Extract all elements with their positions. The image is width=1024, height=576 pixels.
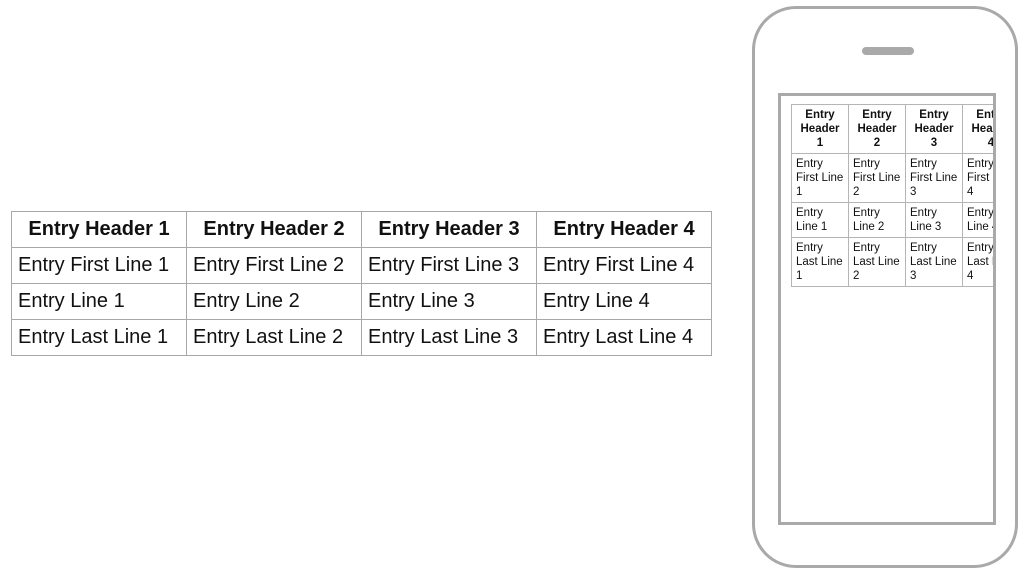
mobile-table-header-cell: Entry Header 1 bbox=[791, 104, 849, 154]
mobile-table-header-cell: Entry Header 4 bbox=[962, 104, 995, 154]
table-cell: Entry Line 2 bbox=[186, 283, 362, 320]
mobile-header-text: Entry Header 3 bbox=[914, 109, 954, 149]
mobile-table-cell: Entry Last Line 2 bbox=[848, 237, 906, 287]
table-cell: Entry Line 1 bbox=[11, 283, 187, 320]
mobile-table: Entry Header 1 Entry Header 2 Entry Head… bbox=[791, 104, 996, 287]
mobile-table-header-cell: Entry Header 2 bbox=[848, 104, 906, 154]
mobile-table-cell: Entry First Line 1 bbox=[791, 153, 849, 203]
table-cell: Entry First Line 2 bbox=[186, 247, 362, 284]
table-row: Entry First Line 1 Entry First Line 2 En… bbox=[11, 247, 712, 284]
mobile-table-cell: Entry First Line 4 bbox=[962, 153, 994, 203]
mobile-cell-text: Entry Last Line 4 bbox=[967, 242, 994, 282]
table-cell: Entry Last Line 4 bbox=[536, 319, 712, 356]
mobile-table-cell: Entry Line 2 bbox=[848, 202, 906, 238]
mobile-cell-text: Entry Last Line 3 bbox=[910, 242, 957, 282]
table-header-cell: Entry Header 2 bbox=[186, 211, 362, 248]
table-cell: Entry Last Line 3 bbox=[361, 319, 537, 356]
mobile-header-text: Entry Header 2 bbox=[857, 109, 897, 149]
mobile-table-header-row: Entry Header 1 Entry Header 2 Entry Head… bbox=[791, 104, 995, 154]
mobile-cell-text: Entry Line 1 bbox=[796, 207, 828, 233]
mobile-cell-text: Entry First Line 1 bbox=[796, 158, 844, 198]
mobile-table-row: Entry Last Line 1 Entry Last Line 2 Entr… bbox=[791, 237, 994, 287]
mobile-table-row: Entry Line 1 Entry Line 2 Entry Line 3 E… bbox=[791, 202, 996, 238]
phone-speaker bbox=[862, 47, 914, 55]
table-cell: Entry First Line 4 bbox=[536, 247, 712, 284]
mobile-table-header-cell: Entry Header 3 bbox=[905, 104, 963, 154]
mobile-header-text: Entry Header 4 bbox=[971, 109, 995, 149]
mobile-table-cell: Entry First Line 3 bbox=[905, 153, 963, 203]
mobile-cell-text: Entry Line 2 bbox=[853, 207, 885, 233]
table-cell: Entry First Line 1 bbox=[11, 247, 187, 284]
mobile-table-cell: Entry Line 4 bbox=[962, 202, 996, 238]
phone-screen: Entry Header 1 Entry Header 2 Entry Head… bbox=[778, 93, 996, 525]
mobile-table-cell: Entry Last Line 3 bbox=[905, 237, 963, 287]
mobile-cell-text: Entry First Line 2 bbox=[853, 158, 901, 198]
table-row: Entry Last Line 1 Entry Last Line 2 Entr… bbox=[11, 319, 712, 356]
table-cell: Entry Last Line 1 bbox=[11, 319, 187, 356]
mobile-table-cell: Entry Line 3 bbox=[905, 202, 963, 238]
mobile-cell-text: Entry Last Line 1 bbox=[796, 242, 843, 282]
mobile-header-text: Entry Header 1 bbox=[800, 109, 840, 149]
mobile-cell-text: Entry Line 3 bbox=[910, 207, 942, 233]
mobile-table-cell: Entry Line 1 bbox=[791, 202, 849, 238]
table-cell: Entry Last Line 2 bbox=[186, 319, 362, 356]
mobile-cell-text: Entry Line 4 bbox=[967, 207, 996, 233]
mobile-cell-text: Entry First Line 3 bbox=[910, 158, 958, 198]
table-cell: Entry Line 4 bbox=[536, 283, 712, 320]
table-header-row: Entry Header 1 Entry Header 2 Entry Head… bbox=[11, 211, 712, 248]
table-cell: Entry Line 3 bbox=[361, 283, 537, 320]
mobile-cell-text: Entry Last Line 2 bbox=[853, 242, 900, 282]
table-cell: Entry First Line 3 bbox=[361, 247, 537, 284]
table-row: Entry Line 1 Entry Line 2 Entry Line 3 E… bbox=[11, 283, 712, 320]
mobile-table-cell: Entry Last Line 1 bbox=[791, 237, 849, 287]
mobile-table-cell: Entry First Line 2 bbox=[848, 153, 906, 203]
table-header-cell: Entry Header 1 bbox=[11, 211, 187, 248]
mobile-cell-text: Entry First Line 4 bbox=[967, 158, 994, 198]
mobile-table-row: Entry First Line 1 Entry First Line 2 En… bbox=[791, 153, 994, 203]
table-header-cell: Entry Header 3 bbox=[361, 211, 537, 248]
phone-mockup: Entry Header 1 Entry Header 2 Entry Head… bbox=[752, 6, 1018, 568]
desktop-table: Entry Header 1 Entry Header 2 Entry Head… bbox=[11, 211, 712, 356]
mobile-table-cell: Entry Last Line 4 bbox=[962, 237, 994, 287]
table-header-cell: Entry Header 4 bbox=[536, 211, 712, 248]
